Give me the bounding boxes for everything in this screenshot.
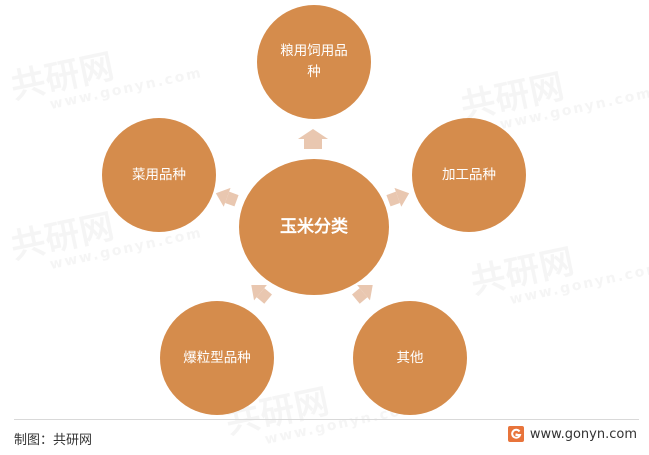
node-vegetable-variety: 菜用品种 <box>102 118 216 232</box>
arrow-left <box>215 187 239 207</box>
footer-divider <box>14 419 639 420</box>
node-feed-variety: 粮用饲用品种 <box>257 5 371 119</box>
node-popcorn-variety: 爆粒型品种 <box>160 301 274 415</box>
node-label: 粮用饲用品种 <box>280 43 348 80</box>
node-label: 其他 <box>396 349 424 366</box>
node-label: 加工品种 <box>442 166 496 183</box>
node-other: 其他 <box>353 301 467 415</box>
arrow-up <box>298 129 328 149</box>
footer-website-block: www.gonyn.com <box>507 426 637 442</box>
arrow-lower-right <box>352 285 373 304</box>
center-label: 玉米分类 <box>280 216 348 237</box>
footer-credit: 制图：共研网 <box>14 433 93 448</box>
arrow-right <box>386 187 410 207</box>
node-label: 爆粒型品种 <box>183 349 251 366</box>
gonyn-logo-icon <box>507 426 524 442</box>
footer-website[interactable]: www.gonyn.com <box>529 426 637 442</box>
arrow-lower-left <box>251 285 272 304</box>
node-processing-variety: 加工品种 <box>412 118 526 232</box>
node-label: 菜用品种 <box>132 166 186 183</box>
center-node: 玉米分类 <box>239 159 389 295</box>
